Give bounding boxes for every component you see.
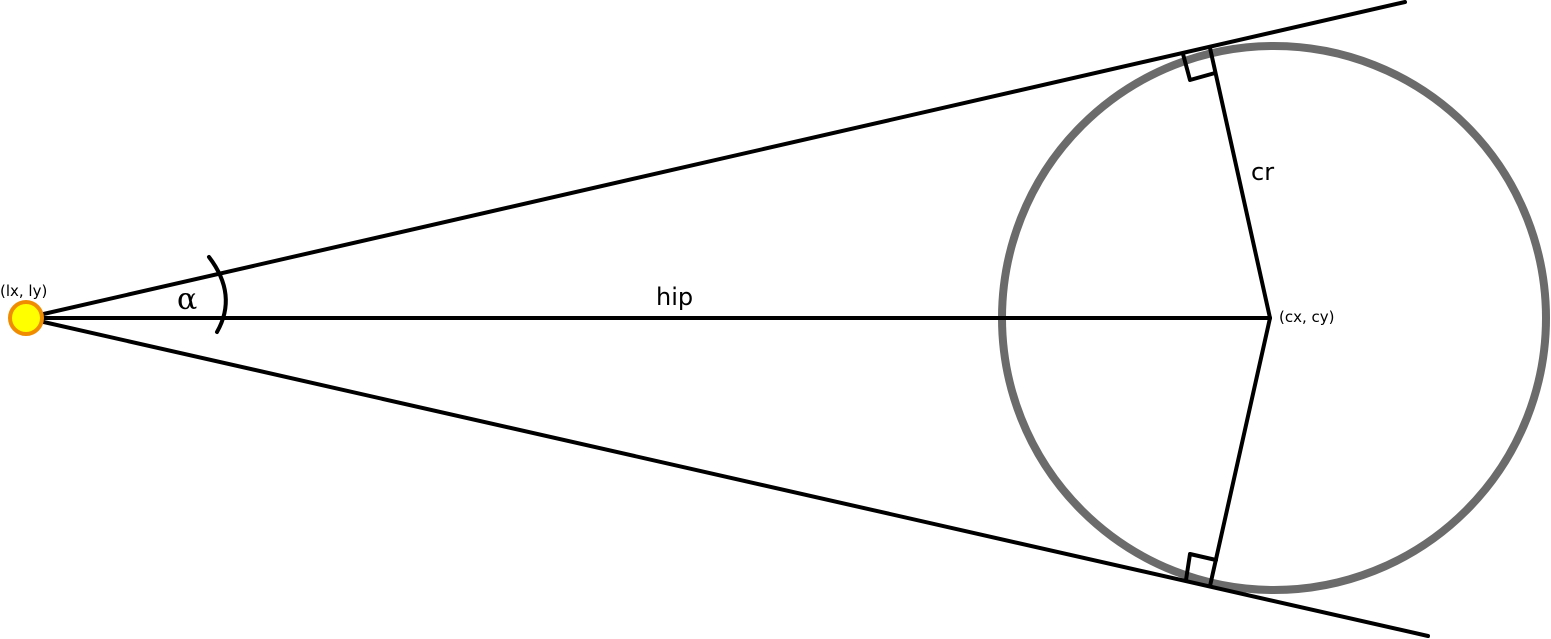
right-angle-marker-upper	[1181, 52, 1217, 82]
light-point-label: (lx, ly)	[0, 282, 47, 300]
hypotenuse-label: hip	[656, 283, 693, 311]
tangent-line-lower	[24, 316, 1430, 638]
light-source-icon	[8, 300, 44, 336]
radius-line-upper	[1208, 46, 1272, 320]
angle-label: α	[177, 282, 197, 317]
tangent-line-upper	[24, 0, 1407, 320]
angle-arc	[207, 255, 228, 334]
right-angle-marker-lower	[1184, 552, 1218, 582]
center-point-label: (cx, cy)	[1279, 308, 1335, 326]
radius-line-lower	[1208, 316, 1272, 588]
radius-label: cr	[1251, 158, 1274, 186]
